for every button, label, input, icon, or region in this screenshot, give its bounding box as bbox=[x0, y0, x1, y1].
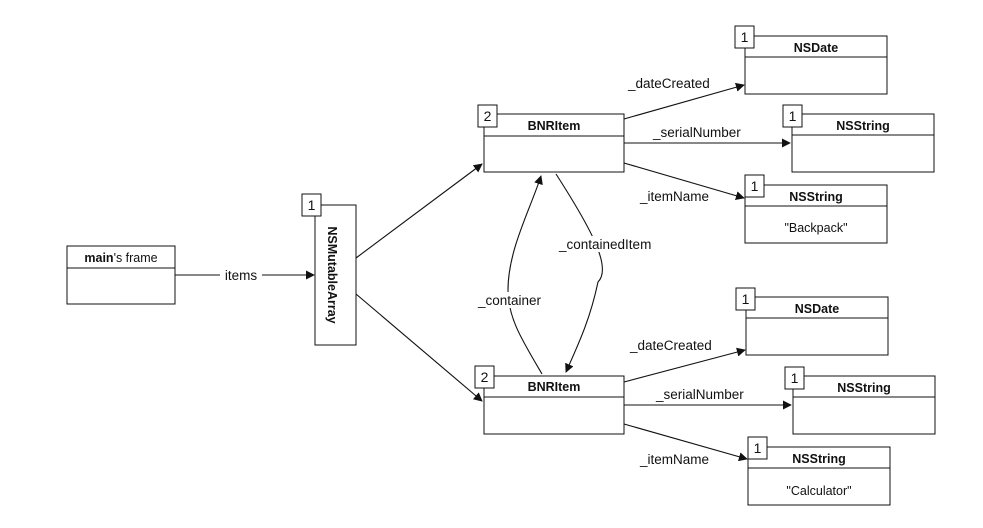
bottom-name-nsstring-count-badge bbox=[747, 436, 768, 460]
bottom-name-nsstring-box: NSString "Calculator" 1 bbox=[747, 436, 891, 506]
bottom-nsdate-count-badge bbox=[735, 287, 756, 311]
bottom-serial-nsstring-title: NSString bbox=[837, 381, 890, 395]
top-serial-number-label: _serialNumber bbox=[652, 125, 741, 140]
bnritem-bottom-count-badge bbox=[474, 365, 495, 389]
top-item-name-arrow: _itemName bbox=[623, 162, 745, 204]
bnritem-top-title: BNRItem bbox=[528, 119, 581, 133]
items-label: items bbox=[225, 268, 258, 283]
array-to-bottom-item-arrow bbox=[355, 293, 483, 402]
bottom-name-nsstring-title: NSString bbox=[792, 452, 845, 466]
top-serial-nsstring-count: 1 bbox=[789, 108, 797, 124]
bottom-serial-number-arrow: _serialNumber bbox=[624, 387, 792, 410]
array-to-top-item-arrow bbox=[355, 163, 483, 259]
top-serial-number-arrow: _serialNumber bbox=[624, 125, 791, 148]
bottom-nsdate-title: NSDate bbox=[795, 302, 840, 316]
contained-item-arrow: _containedItem bbox=[555, 173, 664, 373]
mutable-array-box: NSMutableArray 1 bbox=[301, 193, 357, 346]
bottom-serial-number-label: _serialNumber bbox=[655, 387, 744, 402]
top-nsdate-title: NSDate bbox=[794, 41, 839, 55]
mutable-array-count: 1 bbox=[308, 197, 316, 213]
mutable-array-count-badge bbox=[301, 193, 322, 217]
bottom-serial-nsstring-count-badge bbox=[784, 366, 805, 390]
top-nsdate-count: 1 bbox=[741, 29, 749, 45]
bottom-serial-nsstring-box: NSString 1 bbox=[784, 366, 936, 435]
bottom-serial-nsstring-count: 1 bbox=[791, 370, 799, 386]
bnritem-top-box: BNRItem 2 bbox=[477, 104, 625, 173]
items-arrow: items bbox=[175, 268, 315, 283]
top-date-created-label: _dateCreated bbox=[627, 76, 710, 91]
bottom-name-nsstring-count: 1 bbox=[754, 440, 762, 456]
bnritem-top-count: 2 bbox=[484, 108, 492, 124]
contained-item-label: _containedItem bbox=[558, 237, 651, 252]
bnritem-bottom-box: BNRItem 2 bbox=[474, 365, 625, 435]
container-label: _container bbox=[477, 293, 542, 308]
top-nsdate-box: NSDate 1 bbox=[734, 25, 888, 95]
top-serial-nsstring-box: NSString 1 bbox=[782, 104, 935, 173]
main-frame-title: main's frame bbox=[84, 251, 157, 265]
mutable-array-title: NSMutableArray bbox=[325, 226, 339, 323]
container-arrow: _container bbox=[476, 175, 554, 375]
top-name-nsstring-box: NSString "Backpack" 1 bbox=[744, 174, 888, 244]
bottom-item-name-label: _itemName bbox=[639, 452, 709, 467]
bottom-item-name-arrow: _itemName bbox=[623, 423, 748, 467]
top-date-created-arrow: _dateCreated bbox=[623, 76, 745, 120]
bottom-nsdate-count: 1 bbox=[742, 291, 750, 307]
bnritem-bottom-title: BNRItem bbox=[528, 380, 581, 394]
top-nsdate-count-badge bbox=[734, 25, 755, 49]
main-frame-box: main's frame bbox=[66, 245, 176, 305]
top-name-nsstring-title: NSString bbox=[789, 190, 842, 204]
top-serial-nsstring-title: NSString bbox=[836, 119, 889, 133]
top-serial-nsstring-count-badge bbox=[782, 104, 803, 128]
bottom-name-value: "Calculator" bbox=[786, 484, 851, 498]
bottom-nsdate-box: NSDate 1 bbox=[735, 287, 889, 356]
bottom-date-created-label: _dateCreated bbox=[629, 338, 712, 353]
top-name-value: "Backpack" bbox=[784, 221, 847, 235]
bnritem-bottom-count: 2 bbox=[481, 369, 489, 385]
top-name-nsstring-count: 1 bbox=[751, 178, 759, 194]
top-name-nsstring-count-badge bbox=[744, 174, 765, 198]
top-item-name-label: _itemName bbox=[639, 189, 709, 204]
bnritem-top-count-badge bbox=[477, 104, 498, 128]
bottom-date-created-arrow: _dateCreated bbox=[623, 338, 746, 383]
